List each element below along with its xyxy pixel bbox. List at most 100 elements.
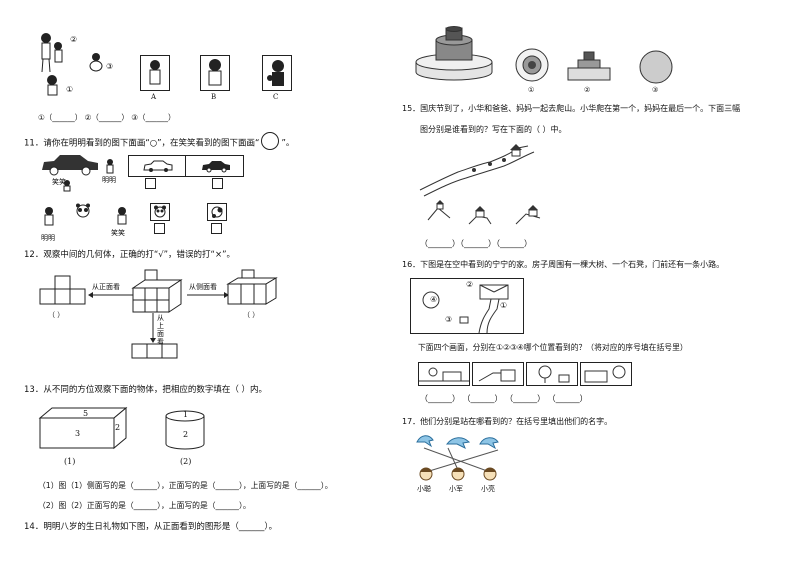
q11-name-mingming: 明明	[102, 176, 116, 184]
q11b-answer-box-2[interactable]	[211, 223, 222, 234]
q12-from-side-label: 从侧面看	[189, 283, 217, 291]
circle-label-3: ③	[106, 62, 114, 71]
q14-option-3-shape	[639, 50, 673, 84]
q11-prompt-text: 11．请你在明明看到的图下面画“○”，在笑笑看到的图下面画“	[24, 138, 260, 149]
q11-name-xiaoxiao: 笑笑	[52, 178, 66, 186]
q11-answer-box-1[interactable]	[145, 178, 156, 189]
view-scene-1	[418, 362, 470, 386]
q12-from-top-3: 面	[157, 330, 164, 338]
q14-option-1-shape	[515, 48, 549, 82]
q17-name-xiaocong: 小聪	[417, 485, 431, 493]
q14-option-2-shape	[567, 51, 611, 81]
q12-side-view-shape	[226, 269, 278, 305]
q12-paren-left: （ ）	[48, 311, 65, 319]
view-scene-4	[580, 362, 632, 386]
q11-prompt: 11．请你在明明看到的图下面画“○”，在笑笑看到的图下面画“ ”。	[24, 132, 295, 150]
boy-face-xiaocong	[419, 467, 433, 481]
dolphin-icon-3	[479, 437, 499, 450]
q15-line-2: 图分别是谁看到的？写在下面的（ ）中。	[420, 125, 567, 134]
q11b-name-xiaoxiao: 笑笑	[111, 229, 125, 237]
q16-map-label-4: ④	[430, 295, 438, 304]
q14-prompt: 14．明明八岁的生日礼物如下图，从正面看到的图形是（______）。	[24, 522, 278, 532]
q14-option-label-1: ①	[528, 86, 535, 94]
q12-prompt: 12．观察中间的几何体，正确的打“√”，错误的打“×”。	[24, 250, 235, 260]
mountain-climbing-illustration	[419, 144, 535, 197]
sight-lines	[423, 447, 499, 473]
dolphin-icon-1	[416, 435, 434, 448]
q12-paren-right: （ ）	[243, 311, 260, 319]
q16-map-label-1: ①	[500, 301, 508, 310]
child-bottom-icon	[63, 180, 71, 192]
q13-rectangular-box	[38, 406, 128, 450]
q12-front-view-shape	[39, 275, 86, 305]
q13-line-1: （1）图（1）侧面写的是（______），正面写的是（______），上面写的是…	[38, 481, 333, 490]
arrow-left-from-front	[88, 292, 134, 298]
q15-line-1: 15．国庆节到了，小华和爸爸、妈妈一起去爬山。小华爬在第一个，妈妈在最后一个。下…	[402, 104, 741, 113]
q11b-name-mingming: 明明	[41, 234, 55, 242]
q14-option-label-2: ②	[584, 86, 591, 94]
tree-icon	[422, 291, 440, 309]
q16-answers: （______） （______） （______） （______）	[420, 394, 588, 403]
q13-box-side-number: 2	[115, 423, 121, 432]
view-picture-2	[468, 206, 492, 225]
q13-line-2: （2）图（2）正面写的是（______），上面写的是（______）。	[38, 501, 251, 510]
q11-answer-box-2[interactable]	[212, 178, 223, 189]
child-crouching-illustration	[89, 53, 103, 72]
q12-from-top-4: 看	[157, 338, 164, 346]
option-c: C	[273, 93, 279, 101]
q16-question: 下面四个画面，分别在①②③④哪个位置看到的？（将对应的序号填在括号里）	[418, 343, 688, 352]
house-roof-icon	[479, 284, 509, 300]
q13-fig-label-2: (2)	[180, 457, 192, 466]
panda-picture-1	[150, 203, 170, 221]
q13-cyl-front-number: 2	[183, 430, 189, 439]
view-scene-3	[526, 362, 578, 386]
option-a: A	[151, 93, 157, 101]
picture-box-b	[200, 55, 230, 91]
q16-map-label-2: ②	[466, 280, 474, 289]
q16-map-label-3: ③	[445, 315, 453, 324]
circle-label-2: ②	[70, 35, 78, 44]
q15-answers: （______）（______）（______）	[420, 239, 532, 248]
circle-label-1: ①	[66, 85, 74, 94]
q11-circle-icon	[261, 132, 280, 150]
mingming-child-icon	[44, 207, 54, 226]
q13-box-top-number: 5	[83, 409, 89, 418]
children-standing-illustration	[41, 33, 63, 96]
q12-from-top-1: 从	[157, 314, 164, 322]
q12-from-front-label: 从正面看	[92, 283, 120, 291]
q10-answer-row: ①（______） ②（______） ③（______）	[38, 113, 176, 122]
stone-bench-icon	[459, 316, 469, 324]
panda-icon	[76, 203, 90, 218]
view-picture-1	[427, 200, 451, 221]
xiaoxiao-child-icon	[117, 207, 127, 225]
picture-box-a	[140, 55, 170, 91]
q17-name-xiaojun: 小军	[449, 485, 463, 493]
view-scene-2	[472, 362, 524, 386]
q11-car-view-panel	[128, 155, 244, 177]
picture-box-c	[262, 55, 292, 91]
q12-from-top-2: 上	[157, 322, 164, 330]
car-illustration	[42, 155, 98, 176]
q14-option-label-3: ③	[652, 86, 659, 94]
arrow-right-from-side	[187, 292, 229, 298]
q17-name-xiaoliang: 小亮	[481, 485, 495, 493]
q13-cyl-top-number: 1	[183, 410, 189, 419]
q11b-answer-box-1[interactable]	[154, 223, 165, 234]
car-side-view-icon	[202, 161, 230, 173]
q16-prompt: 16．下图是在空中看到的宁宁的家。房子周围有一棵大树、一个石凳，门前还有一条小路…	[402, 260, 725, 269]
q12-center-solid	[131, 269, 183, 313]
view-picture-3	[515, 205, 541, 225]
q11-prompt-end: ”。	[281, 138, 295, 149]
arrow-down-from-top	[150, 313, 156, 343]
q13-prompt: 13．从不同的方位观察下面的物体，把相应的数字填在（ ）内。	[24, 385, 268, 395]
path-road-icon	[478, 298, 500, 334]
boy-face-xiaojun	[451, 467, 465, 481]
q13-fig-label-1: (1)	[64, 457, 76, 466]
car-front-view-icon	[143, 160, 173, 172]
panda-picture-2	[207, 203, 227, 221]
q17-prompt: 17．他们分别是站在哪看到的？在括号里填出他们的名字。	[402, 417, 613, 426]
aerial-map-box	[410, 278, 524, 334]
q13-box-front-number: 3	[75, 429, 81, 438]
boy-face-xiaoliang	[483, 467, 497, 481]
q13-cylinder	[165, 410, 205, 450]
